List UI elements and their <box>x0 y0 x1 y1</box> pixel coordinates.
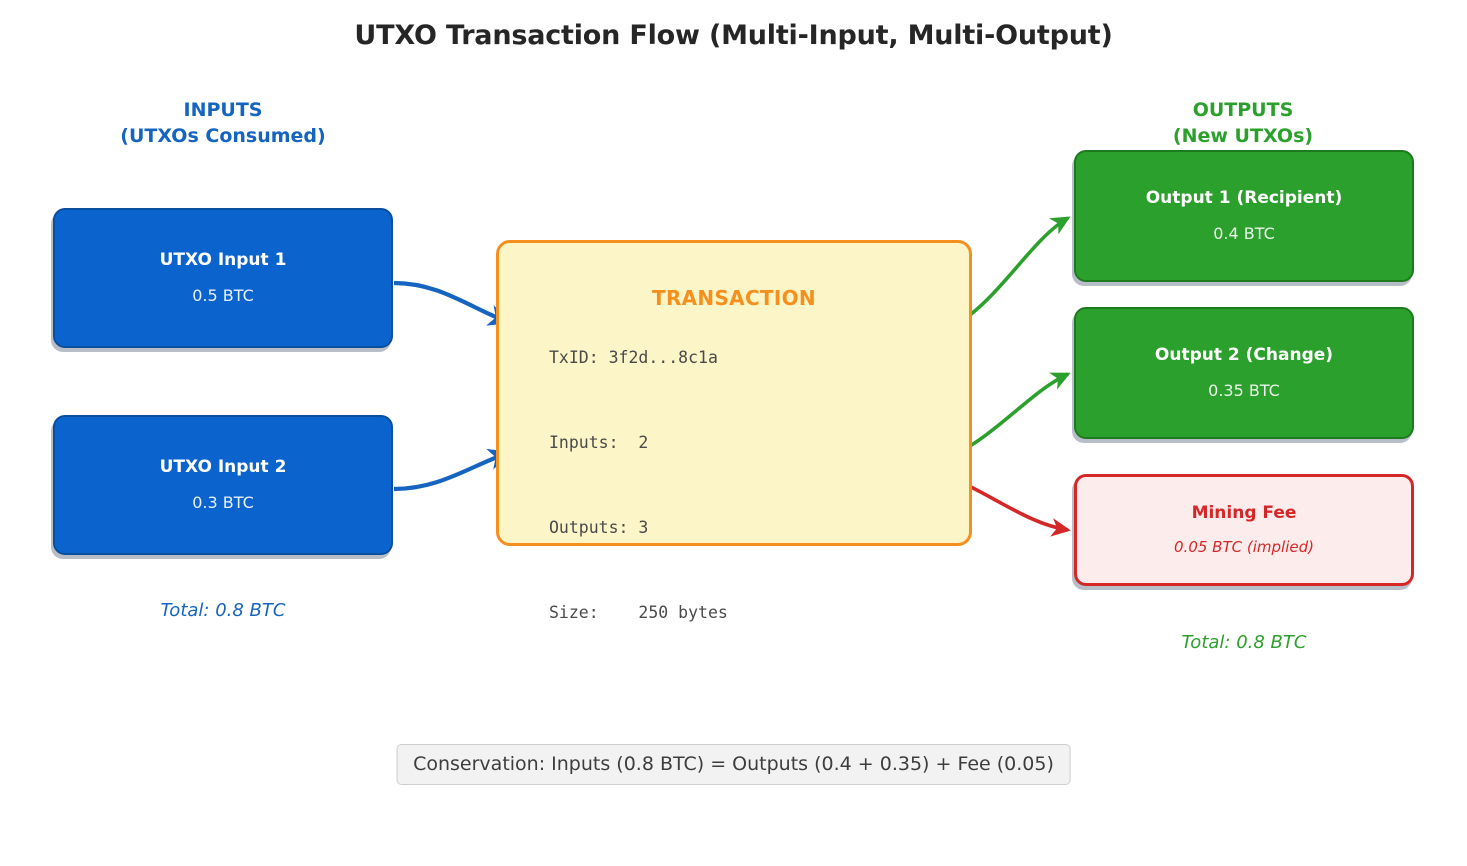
output-2-amount: 0.35 BTC <box>1208 381 1280 400</box>
utxo-input-1-title: UTXO Input 1 <box>159 250 287 270</box>
page-title: UTXO Transaction Flow (Multi-Input, Mult… <box>354 20 1113 51</box>
edge-input1-to-transaction <box>393 280 512 326</box>
utxo-input-2-amount: 0.3 BTC <box>192 493 254 512</box>
edge-input2-to-transaction <box>393 448 512 492</box>
output-2-title: Output 2 (Change) <box>1154 345 1334 365</box>
utxo-input-2-title: UTXO Input 2 <box>159 457 287 477</box>
inputs-column-header: INPUTS (UTXOs Consumed) <box>120 99 326 147</box>
output-1-recipient-box[interactable]: Output 1 (Recipient) 0.4 BTC <box>1074 150 1414 282</box>
transaction-box[interactable]: TRANSACTION TxID: 3f2d...8c1a Inputs: 2 … <box>496 240 972 622</box>
mining-fee-title: Mining Fee <box>1191 503 1297 523</box>
outputs-total-label: Total: 0.8 BTC <box>1181 632 1307 653</box>
utxo-input-1-box[interactable]: UTXO Input 1 0.5 BTC <box>53 208 393 348</box>
utxo-input-2-box[interactable]: UTXO Input 2 0.3 BTC <box>53 415 393 555</box>
transaction-details: TxID: 3f2d...8c1a Inputs: 2 Outputs: 3 S… <box>549 348 728 622</box>
utxo-input-1-amount: 0.5 BTC <box>192 286 254 305</box>
output-1-title: Output 1 (Recipient) <box>1145 188 1343 208</box>
output-1-amount: 0.4 BTC <box>1213 224 1275 243</box>
transaction-heading: TRANSACTION <box>652 286 816 310</box>
outputs-column-header: OUTPUTS (New UTXOs) <box>1172 99 1314 147</box>
mining-fee-amount: 0.05 BTC (implied) <box>1174 538 1314 556</box>
conservation-note: Conservation: Inputs (0.8 BTC) = Outputs… <box>396 744 1071 785</box>
mining-fee-box[interactable]: Mining Fee 0.05 BTC (implied) <box>1074 474 1414 586</box>
output-2-change-box[interactable]: Output 2 (Change) 0.35 BTC <box>1074 307 1414 439</box>
inputs-total-label: Total: 0.8 BTC <box>160 600 286 621</box>
